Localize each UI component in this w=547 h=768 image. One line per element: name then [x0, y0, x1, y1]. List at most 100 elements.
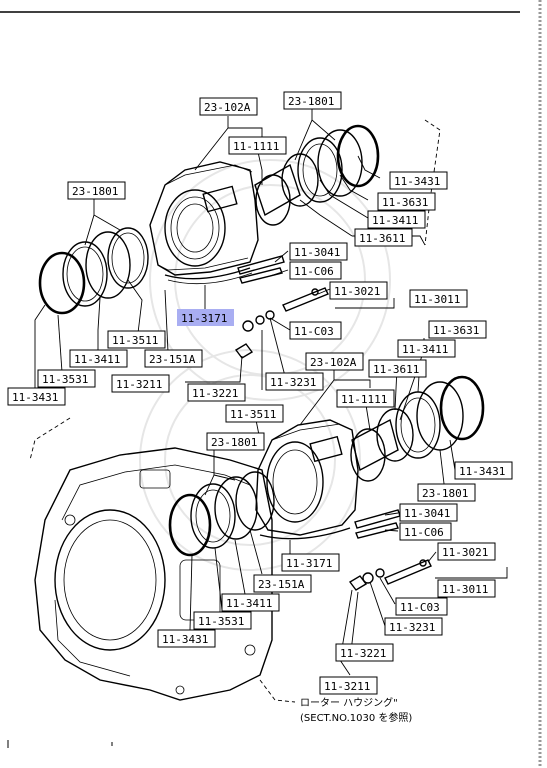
label-11-3431-top-left[interactable]: 11-3431: [7, 387, 66, 406]
label-23-1801-top[interactable]: 23-1801: [283, 91, 342, 110]
lower-bolt-3021: [384, 559, 432, 585]
lower-block-bore: [54, 509, 166, 651]
label-11-1111-top[interactable]: 11-1111: [228, 136, 287, 155]
svg-text:11-3231: 11-3231: [270, 376, 316, 389]
label-11-3211-bottom[interactable]: 11-3211: [319, 676, 378, 695]
svg-text:23-102A: 23-102A: [204, 101, 251, 114]
svg-text:11-3431: 11-3431: [459, 465, 505, 478]
label-23-1801-bottom-left[interactable]: 23-1801: [206, 432, 265, 451]
svg-text:11-3611: 11-3611: [373, 363, 419, 376]
svg-text:11-3011: 11-3011: [442, 583, 488, 596]
label-11-3631-bottom[interactable]: 11-3631: [428, 320, 487, 339]
svg-text:11-3431: 11-3431: [12, 391, 58, 404]
upper-left-ring-c: [107, 227, 149, 289]
upper-left-ring-a: [62, 241, 108, 307]
label-23-151A-top[interactable]: 23-151A: [144, 349, 203, 368]
upper-labels: 23-102A 23-1801 11-1111 11-3431 11-3631 …: [7, 91, 468, 406]
upper-right-ring-a: [297, 137, 343, 203]
svg-text:11-3211: 11-3211: [116, 378, 162, 391]
label-11-3411-bottom-left[interactable]: 11-3411: [221, 593, 280, 612]
lower-dash-note: [259, 679, 296, 703]
upper-washer-b: [255, 315, 265, 325]
upper-dash-outline: [424, 119, 441, 246]
upper-bolt-3021: [282, 287, 329, 312]
label-11-3411-bottom-right[interactable]: 11-3411: [397, 339, 456, 358]
label-11-3221-bottom[interactable]: 11-3221: [335, 643, 394, 662]
label-11-3021-top[interactable]: 11-3021: [329, 281, 388, 300]
label-11-3611-bottom[interactable]: 11-3611: [368, 359, 427, 378]
svg-text:23-1801: 23-1801: [288, 95, 334, 108]
svg-text:11-3221: 11-3221: [340, 647, 386, 660]
label-11-3431-bottom-left[interactable]: 11-3431: [157, 629, 216, 648]
label-11-3171-top-highlighted[interactable]: 11-3171: [177, 309, 234, 326]
label-11-3221-top[interactable]: 11-3221: [187, 383, 246, 402]
label-11-C03-bottom[interactable]: 11-C03: [395, 597, 448, 616]
svg-text:11-1111: 11-1111: [341, 393, 387, 406]
upper-left-oring: [38, 251, 86, 315]
lower-gasket-strip: [259, 527, 351, 540]
label-23-102A-bottom[interactable]: 23-102A: [305, 352, 364, 371]
svg-text:11-3611: 11-3611: [359, 232, 405, 245]
label-11-3211-top[interactable]: 11-3211: [111, 374, 170, 393]
svg-text:11-3631: 11-3631: [433, 324, 479, 337]
upper-housing: [149, 161, 259, 276]
svg-text:11-1111: 11-1111: [233, 140, 279, 153]
svg-text:11-3511: 11-3511: [230, 408, 276, 421]
label-11-3431-bottom-right[interactable]: 11-3431: [454, 461, 513, 480]
label-11-3411-top-right[interactable]: 11-3411: [367, 210, 426, 229]
label-23-151A-bottom[interactable]: 23-151A: [253, 574, 312, 593]
lower-nut-3211: [348, 575, 368, 591]
label-11-3511-top[interactable]: 11-3511: [107, 330, 166, 349]
label-11-3231-top[interactable]: 11-3231: [265, 372, 324, 391]
label-23-1801-bottom-right[interactable]: 23-1801: [417, 483, 476, 502]
svg-text:11-3411: 11-3411: [74, 353, 120, 366]
label-11-3041-top[interactable]: 11-3041: [289, 242, 348, 261]
lower-block: [34, 447, 273, 701]
label-11-3041-bottom[interactable]: 11-3041: [399, 503, 458, 522]
svg-text:23-151A: 23-151A: [149, 353, 196, 366]
lower-right-ring-b: [416, 381, 464, 451]
label-11-3531-bottom[interactable]: 11-3531: [193, 611, 252, 630]
svg-text:11-3171: 11-3171: [286, 557, 332, 570]
svg-text:11-C03: 11-C03: [400, 601, 440, 614]
svg-text:11-3211: 11-3211: [324, 680, 370, 693]
label-11-C06-top[interactable]: 11-C06: [289, 261, 342, 280]
svg-text:11-C06: 11-C06: [404, 526, 444, 539]
lower-housing: [255, 419, 359, 536]
label-23-102A-top[interactable]: 23-102A: [199, 97, 258, 116]
label-11-3631-top[interactable]: 11-3631: [377, 192, 436, 211]
label-11-3011-top[interactable]: 11-3011: [409, 289, 468, 308]
upper-washer-c: [265, 310, 275, 320]
label-11-3411-top-left[interactable]: 11-3411: [69, 349, 128, 368]
label-23-1801-top-left[interactable]: 23-1801: [67, 181, 126, 200]
label-11-3611-top[interactable]: 11-3611: [354, 228, 413, 247]
upper-sleeve-front: [255, 174, 291, 226]
label-11-3431-top-right[interactable]: 11-3431: [389, 171, 448, 190]
label-11-1111-bottom[interactable]: 11-1111: [336, 389, 395, 408]
svg-text:11-3171: 11-3171: [181, 312, 227, 325]
svg-text:11-3041: 11-3041: [404, 507, 450, 520]
svg-text:23-1801: 23-1801: [72, 185, 118, 198]
lower-washer-a: [362, 572, 374, 584]
label-11-3231-bottom[interactable]: 11-3231: [384, 617, 443, 636]
svg-text:23-151A: 23-151A: [258, 578, 305, 591]
label-11-3531-top[interactable]: 11-3531: [37, 369, 96, 388]
label-11-3011-bottom[interactable]: 11-3011: [437, 579, 496, 598]
svg-text:11-3411: 11-3411: [402, 343, 448, 356]
upper-washer-a: [242, 320, 254, 332]
svg-text:23-1801: 23-1801: [211, 436, 257, 449]
label-11-C06-bottom[interactable]: 11-C06: [399, 522, 452, 541]
svg-text:23-102A: 23-102A: [310, 356, 357, 369]
lower-left-oring: [168, 493, 212, 557]
label-11-3171-bottom[interactable]: 11-3171: [281, 553, 340, 572]
svg-text:11-3531: 11-3531: [42, 373, 88, 386]
svg-text:23-1801: 23-1801: [422, 487, 468, 500]
upper-right-oring: [336, 124, 380, 188]
upper-housing-port: [202, 185, 238, 213]
label-11-C03-top[interactable]: 11-C03: [289, 321, 342, 340]
lower-dash-left: [29, 417, 71, 461]
svg-text:11-C03: 11-C03: [294, 325, 334, 338]
label-11-3021-bottom[interactable]: 11-3021: [437, 542, 496, 561]
lower-left-ring-a: [190, 483, 236, 549]
label-11-3511-bottom[interactable]: 11-3511: [225, 404, 284, 423]
